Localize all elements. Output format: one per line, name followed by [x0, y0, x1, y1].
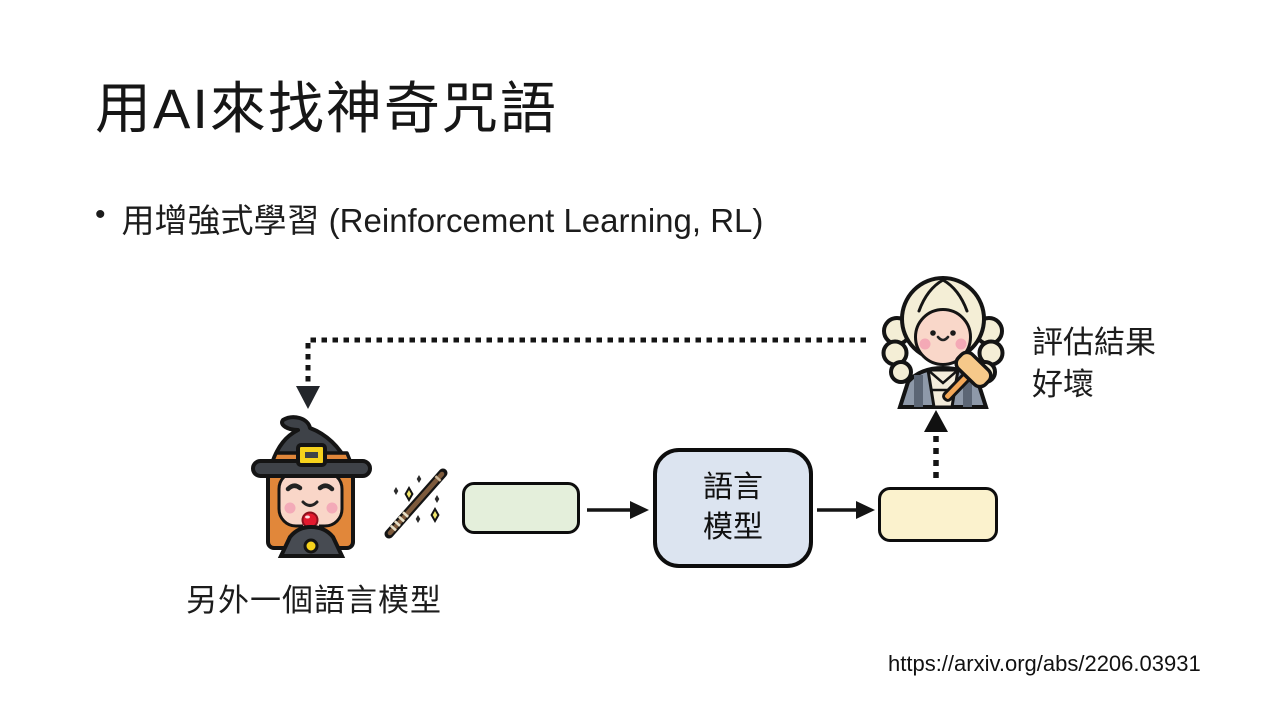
- wand-stick: [384, 468, 448, 539]
- lm-box: 語言 模型: [653, 448, 813, 568]
- prompt-arrow: [587, 501, 649, 519]
- evaluator-label-line1: 評估結果: [1032, 325, 1156, 360]
- lm-box-label-line1: 語言: [703, 471, 763, 504]
- output-arrow: [817, 501, 875, 519]
- bullet-marker: •: [95, 198, 106, 231]
- bullet-text: 用增強式學習 (Reinforcement Learning, RL): [121, 202, 764, 239]
- lm-box-label-line2: 模型: [703, 511, 763, 544]
- wand-sparkles: [393, 475, 440, 524]
- witch-face: [277, 470, 344, 532]
- output-box: [878, 487, 998, 542]
- witch-hat: [251, 415, 372, 478]
- bullet-item: • 用增強式學習 (Reinforcement Learning, RL): [95, 194, 763, 242]
- prompt-box: [462, 482, 580, 534]
- witch-robe: [277, 524, 346, 558]
- generator-label: 另外一個語言模型: [186, 583, 442, 618]
- evaluator-label-line2: 好壞: [1032, 367, 1094, 402]
- source-url: https://arxiv.org/abs/2206.03931: [888, 651, 1201, 676]
- reward-dotted-arrow: [924, 410, 948, 478]
- feedback-dotted-arrow: [296, 337, 866, 409]
- magic-wand-icon: [384, 468, 448, 539]
- judge-gavel: [942, 350, 993, 402]
- judge-icon: [881, 276, 1005, 409]
- page-title: 用AI來找神奇咒語: [95, 77, 558, 140]
- judge-head: [900, 276, 986, 366]
- witch-icon: [251, 415, 372, 558]
- evaluator-label: 評估結果 好壞: [1032, 322, 1156, 406]
